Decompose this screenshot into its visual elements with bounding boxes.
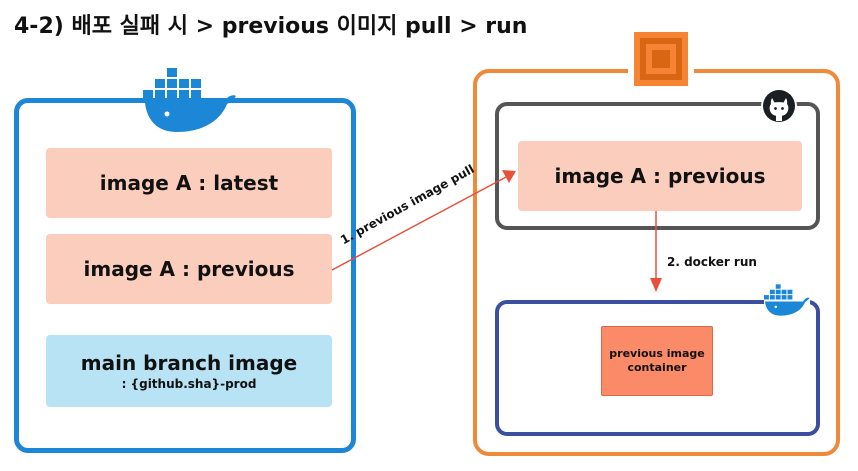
docker-host-whale-icon <box>764 282 810 318</box>
runner-image-previous-box: image A : previous <box>518 141 802 211</box>
main-branch-image-box: main branch image : {github.sha}-prod <box>46 335 332 407</box>
container-label-line1: previous image <box>609 347 705 360</box>
main-branch-title: main branch image <box>80 351 298 375</box>
main-branch-tag: : {github.sha}-prod <box>121 377 257 391</box>
docker-host-panel <box>495 300 820 436</box>
github-octocat-icon <box>761 88 797 124</box>
pull-arrow-head <box>502 170 516 183</box>
pull-arrow-line <box>331 175 509 271</box>
image-previous-box: image A : previous <box>46 234 332 304</box>
page-title: 4-2) 배포 실패 시 > previous 이미지 pull > run <box>14 14 528 39</box>
docker-registry-panel <box>14 98 356 453</box>
container-label-line2: container <box>627 361 687 374</box>
image-latest-box: image A : latest <box>46 148 332 218</box>
previous-image-container: previous image container <box>601 326 713 396</box>
docker-whale-icon <box>143 68 236 132</box>
github-runner-panel <box>495 102 820 230</box>
aws-ec2-icon <box>628 28 694 90</box>
run-arrow-label: 2. docker run <box>667 255 757 269</box>
run-arrow-head <box>650 278 662 292</box>
